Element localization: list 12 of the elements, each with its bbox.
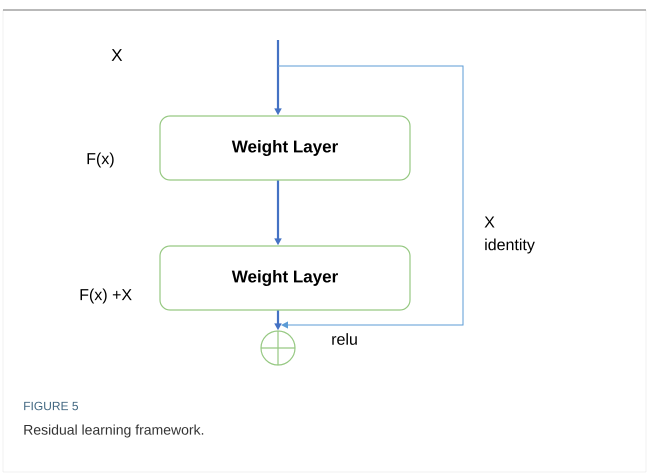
caption: Residual learning framework. (24, 424, 204, 438)
label: X (484, 216, 495, 228)
sum-circle (260, 330, 296, 366)
label: FIGURE 5 (24, 402, 78, 410)
layer-box: Weight Layer (159, 245, 411, 311)
label: identity (485, 238, 535, 254)
label: X (112, 49, 122, 61)
label: F(x) +X (80, 288, 132, 304)
arrow (278, 66, 464, 329)
label: F(x) (88, 152, 114, 168)
label: relu (332, 333, 357, 345)
layer-box: Weight Layer (159, 115, 411, 181)
